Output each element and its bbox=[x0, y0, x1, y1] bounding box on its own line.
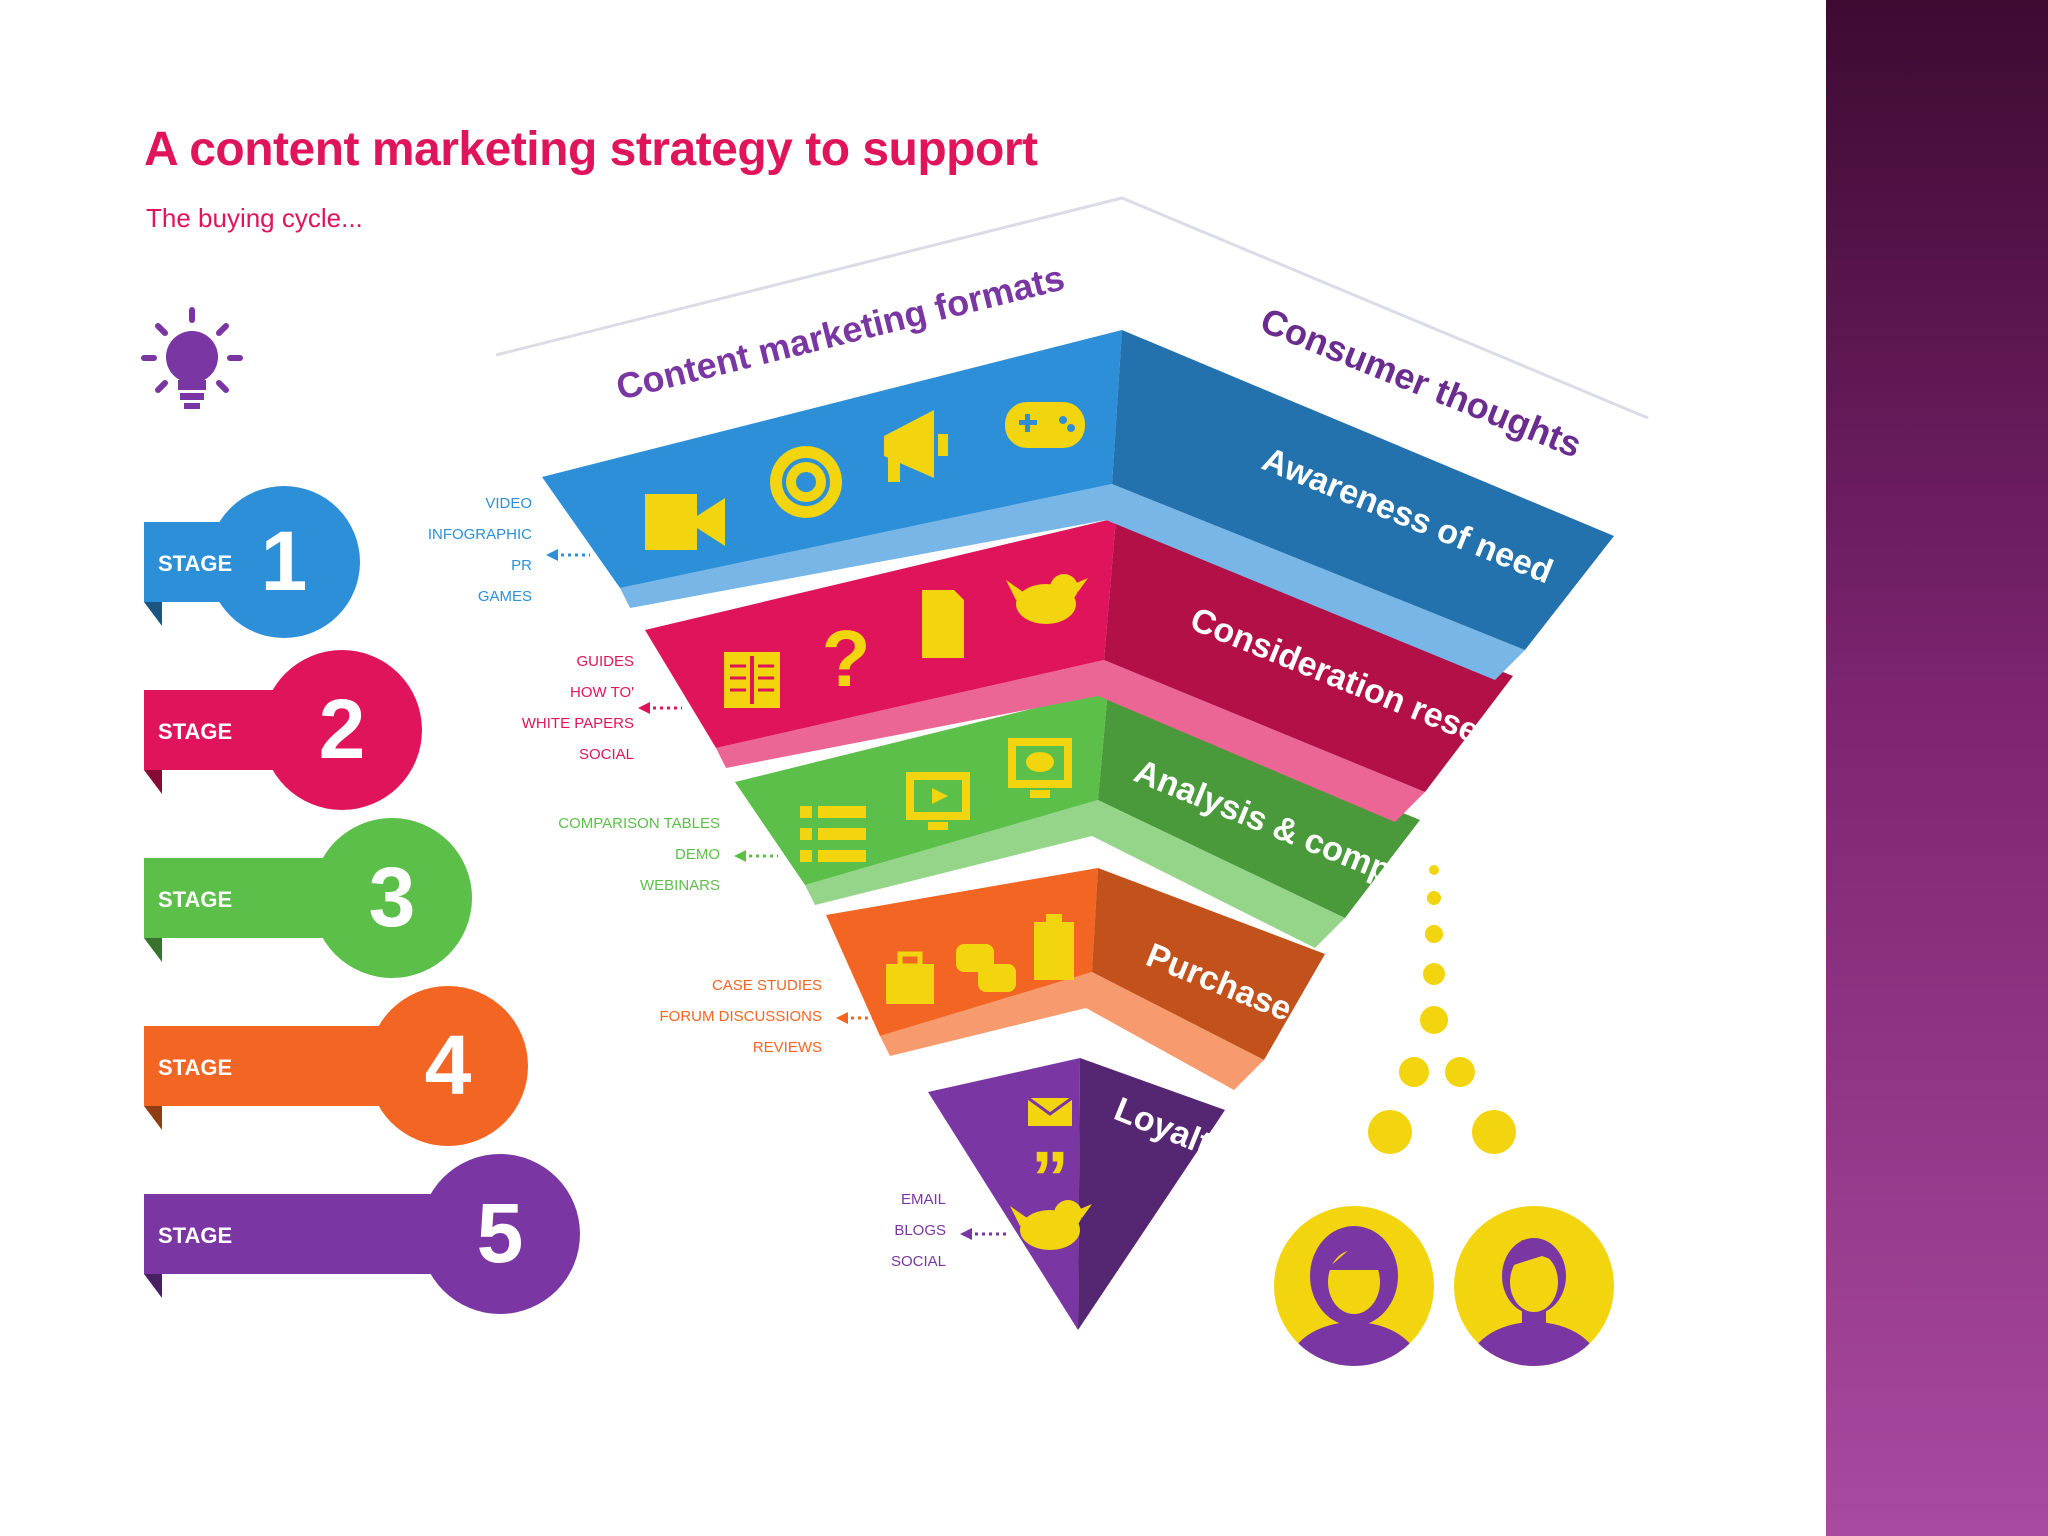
yellow-dot bbox=[1427, 891, 1441, 905]
format-label: SOCIAL bbox=[579, 746, 634, 763]
format-label: CASE STUDIES bbox=[712, 977, 822, 994]
format-label: BLOGS bbox=[894, 1222, 946, 1239]
format-label: VIDEO bbox=[485, 495, 532, 512]
ribbon-fold bbox=[144, 1106, 162, 1130]
format-label: COMPARISON TABLES bbox=[558, 815, 720, 832]
format-list-4: CASE STUDIES FORUM DISCUSSIONS REVIEWS bbox=[659, 977, 880, 1056]
arrow-head bbox=[734, 850, 746, 862]
stage-label: STAGE bbox=[158, 1223, 232, 1248]
format-list-5: EMAIL BLOGS SOCIAL bbox=[891, 1191, 1010, 1270]
yellow-dot bbox=[1445, 1057, 1475, 1087]
yellow-dot bbox=[1429, 865, 1439, 875]
ribbon-fold bbox=[144, 770, 162, 794]
band-right-face bbox=[1078, 1058, 1225, 1330]
arrow-head bbox=[836, 1012, 848, 1024]
format-label: PR bbox=[511, 557, 532, 574]
format-label: WHITE PAPERS bbox=[522, 715, 634, 732]
stage-banner-2: STAGE 2 bbox=[144, 650, 422, 810]
arrow-head bbox=[546, 549, 558, 561]
svg-text:?: ? bbox=[822, 614, 871, 703]
format-label: EMAIL bbox=[901, 1191, 946, 1208]
ribbon-fold bbox=[144, 938, 162, 962]
clipboard-icon bbox=[1034, 914, 1074, 980]
format-label: WEBINARS bbox=[640, 877, 720, 894]
yellow-dot bbox=[1368, 1110, 1412, 1154]
format-label: REVIEWS bbox=[753, 1039, 822, 1056]
format-label: INFOGRAPHIC bbox=[428, 526, 532, 543]
ribbon-fold bbox=[144, 602, 162, 626]
stage-label: STAGE bbox=[158, 887, 232, 912]
stage-number: 4 bbox=[425, 1018, 472, 1112]
arrow-head bbox=[960, 1228, 972, 1240]
format-list-2: GUIDES HOW TO' WHITE PAPERS SOCIAL bbox=[522, 653, 682, 763]
stage-label: STAGE bbox=[158, 551, 232, 576]
lightbulb-icon bbox=[144, 310, 240, 409]
question-mark-icon: ? bbox=[822, 614, 871, 703]
stage-banner-1: STAGE 1 bbox=[144, 486, 360, 638]
infographic-icon bbox=[770, 446, 842, 518]
female-avatar-icon bbox=[1274, 1206, 1434, 1414]
consumers-illustration bbox=[1274, 865, 1614, 1414]
male-avatar-icon bbox=[1454, 1206, 1614, 1414]
stage-banner-5: STAGE 5 bbox=[144, 1154, 580, 1314]
stage-banner-4: STAGE 4 bbox=[144, 986, 528, 1146]
document-icon bbox=[922, 590, 964, 658]
stage-number: 3 bbox=[369, 850, 416, 944]
format-label: FORUM DISCUSSIONS bbox=[659, 1008, 822, 1025]
format-label: SOCIAL bbox=[891, 1253, 946, 1270]
yellow-dot bbox=[1399, 1057, 1429, 1087]
format-label: DEMO bbox=[675, 846, 720, 863]
format-list-1: VIDEO INFOGRAPHIC PR GAMES bbox=[428, 495, 590, 605]
gamepad-icon bbox=[1005, 402, 1085, 448]
stage-label: STAGE bbox=[158, 1055, 232, 1080]
yellow-dot bbox=[1420, 1006, 1448, 1034]
yellow-dot bbox=[1425, 925, 1443, 943]
stage-number: 5 bbox=[477, 1186, 524, 1280]
envelope-icon bbox=[1028, 1098, 1072, 1126]
ribbon-fold bbox=[144, 1274, 162, 1298]
stage-label: STAGE bbox=[158, 719, 232, 744]
stage-banner-3: STAGE 3 bbox=[144, 818, 472, 978]
yellow-dot bbox=[1472, 1110, 1516, 1154]
funnel-band-5: ”Loyalty bbox=[928, 1058, 1234, 1330]
arrow-head bbox=[638, 702, 650, 714]
format-list-3: COMPARISON TABLES DEMO WEBINARS bbox=[558, 815, 778, 894]
yellow-dot bbox=[1423, 963, 1445, 985]
format-label: GAMES bbox=[478, 588, 532, 605]
book-icon bbox=[724, 652, 780, 708]
format-label: HOW TO' bbox=[570, 684, 634, 701]
list-icon bbox=[800, 806, 866, 862]
stage-number: 2 bbox=[319, 682, 366, 776]
stage-number: 1 bbox=[261, 514, 308, 608]
format-label: GUIDES bbox=[576, 653, 634, 670]
